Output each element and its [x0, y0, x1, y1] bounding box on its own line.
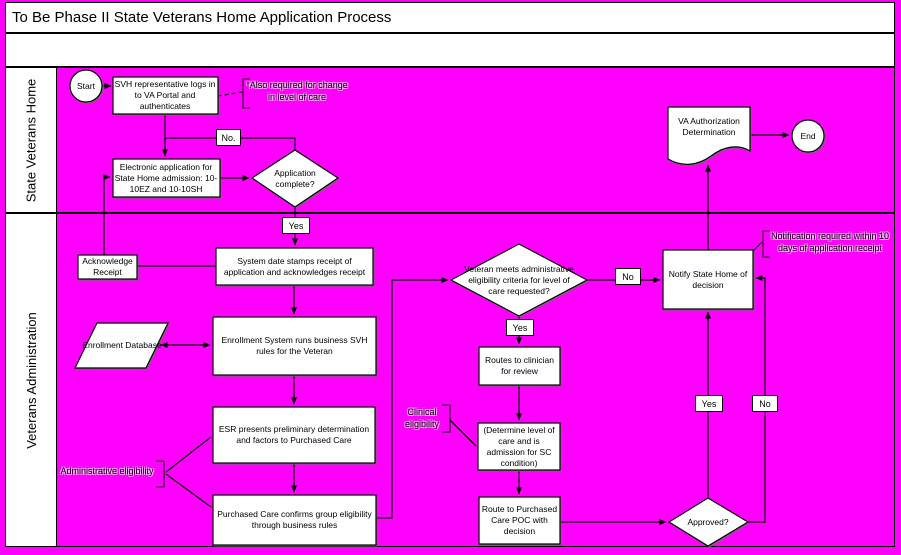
decision-veteran-meets-criteria: Veteran meets administrative eligibility… [464, 263, 574, 296]
step-esr-presents: ESR presents preliminary determination a… [218, 424, 370, 445]
lane-veterans-administration [56, 213, 895, 547]
decision-approved: Approved? [687, 516, 729, 527]
step-purchased-care-confirms: Purchased Care confirms group eligibilit… [217, 509, 372, 530]
lane-label-veterans-administration: Veterans Administration [23, 311, 39, 449]
datastore-enrollment-database: Enrollment Database [82, 339, 162, 350]
annotation-clinical-eligibility: Clinical eligibility [404, 407, 439, 429]
step-notify-state-home: Notify State Home of decision [668, 268, 748, 290]
decision-application-complete: Application complete? [274, 167, 316, 189]
annotation-administrative-eligibility: Administrative eligibility [60, 466, 154, 476]
step-determine-level: (Determine level of care and is admissio… [483, 424, 555, 468]
edge-label-criteria-no: No [615, 268, 641, 285]
diagram-title: To Be Phase II State Veterans Home Appli… [12, 9, 392, 26]
document-va-authorization: VA Authorization Determination [678, 116, 740, 137]
edge-label-application-complete: Yes [282, 217, 310, 234]
step-electronic-application: Electronic application for State Home ad… [114, 161, 218, 194]
step-enrollment-system-rules: Enrollment System runs business SVH rule… [221, 335, 368, 356]
title-bar: To Be Phase II State Veterans Home Appli… [5, 2, 895, 33]
edge-label-criteria-yes: Yes [506, 319, 534, 336]
edge-label-application-incomplete: No. [216, 129, 241, 146]
step-system-date-stamps: System date stamps receipt of applicatio… [223, 255, 366, 277]
lane-label-state-veterans-home: State Veterans Home [23, 78, 39, 202]
edge-label-approved-no: No [752, 395, 778, 412]
subtitle-band [5, 33, 895, 67]
step-routes-to-clinician: Routes to clinician for review [485, 355, 554, 376]
step-start: Start [77, 80, 95, 91]
step-end: End [800, 130, 816, 141]
lane-state-veterans-home [56, 67, 895, 213]
lane-header-state-veterans-home: State Veterans Home [5, 67, 57, 213]
annotation-notification-required: Notification required within 10 days of … [770, 231, 890, 253]
step-svh-login: SVH representative logs in to VA Portal … [114, 79, 216, 111]
step-acknowledge-receipt: Acknowledge Receipt [82, 256, 133, 277]
annotation-also-required: *Also required for change in level of ca… [246, 80, 348, 102]
edge-label-approved-yes: Yes [695, 395, 723, 412]
lane-header-veterans-administration: Veterans Administration [5, 213, 57, 547]
step-route-to-poc: Route to Purchased Care POC with decisio… [481, 504, 558, 536]
